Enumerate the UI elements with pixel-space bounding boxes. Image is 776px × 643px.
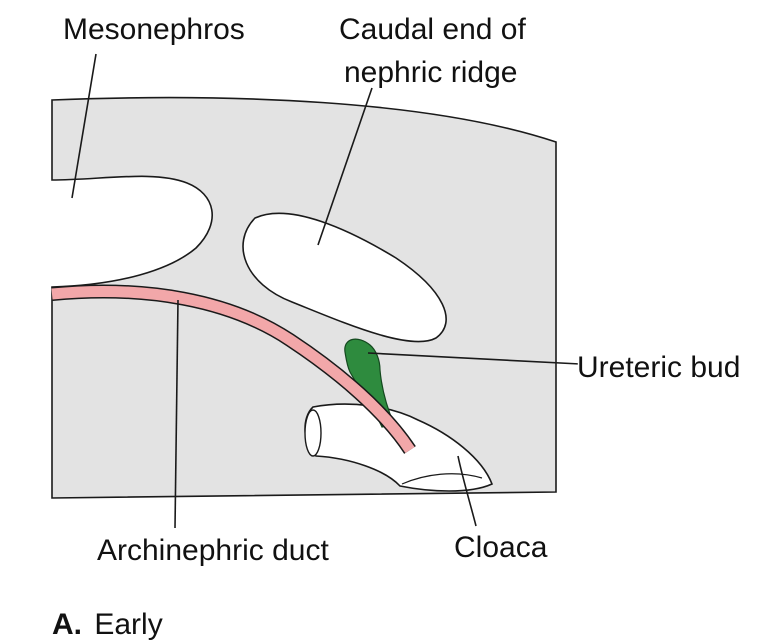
- panel-letter: A.: [52, 608, 82, 641]
- cloaca-opening: [305, 410, 321, 456]
- label-ureteric-bud: Ureteric bud: [577, 351, 740, 384]
- label-cloaca: Cloaca: [454, 531, 548, 564]
- label-mesonephros: Mesonephros: [63, 13, 245, 46]
- label-archinephric-duct: Archinephric duct: [97, 534, 329, 567]
- panel-stage: Early: [94, 608, 162, 641]
- label-caudal-end-line2: nephric ridge: [344, 56, 517, 89]
- label-caudal-end-line1: Caudal end of: [339, 13, 526, 46]
- panel-caption: A. Early: [52, 608, 163, 641]
